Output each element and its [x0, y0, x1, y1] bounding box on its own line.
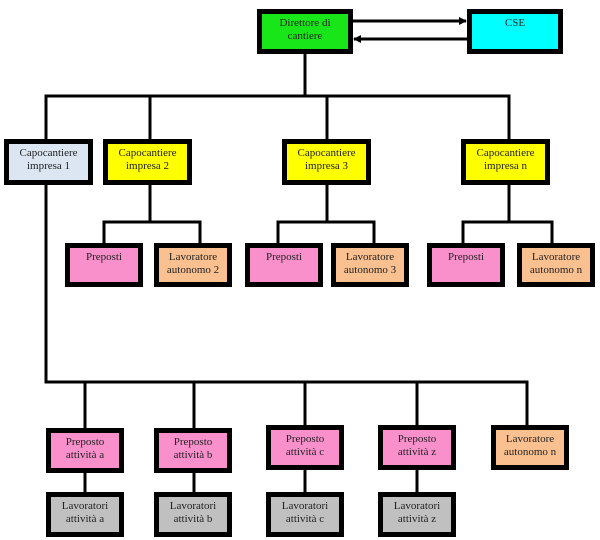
preposti-2-box: Preposti	[65, 243, 143, 287]
lavoratore-autonomo-n-activity-box: Lavoratore autonomo n	[491, 425, 569, 470]
preposto-attivita-c-box: Preposto attività c	[266, 425, 344, 470]
connector-c1-activities	[44, 185, 529, 428]
preposto-attivita-z-box: Preposto attività z	[378, 425, 456, 470]
capocantiere-impresa-n-box: Capocantiere impresa n	[461, 139, 550, 185]
lavoratore-autonomo-n-box: Lavoratore autonomo n	[517, 243, 595, 287]
preposto-attivita-a-box: Preposto attività a	[46, 428, 124, 473]
lavoratore-autonomo-2-box: Lavoratore autonomo 2	[154, 243, 232, 287]
capocantiere-impresa-1-box: Capocantiere impresa 1	[4, 139, 93, 185]
connector-director-capocantieri	[44, 54, 511, 139]
lavoratori-attivita-c-box: Lavoratori attività c	[266, 492, 344, 537]
lavoratori-attivita-z-box: Lavoratori attività z	[378, 492, 456, 537]
connector-cn	[461, 185, 554, 243]
director-box: Direttore di cantiere	[257, 9, 353, 54]
preposti-n-box: Preposti	[427, 243, 505, 287]
cse-box: CSE	[467, 9, 563, 54]
lavoratori-attivita-a-box: Lavoratori attività a	[46, 492, 124, 537]
preposti-3-box: Preposti	[245, 243, 323, 287]
connector-activity-workers	[83, 470, 419, 492]
capocantiere-impresa-3-box: Capocantiere impresa 3	[282, 139, 371, 185]
lavoratori-attivita-b-box: Lavoratori attività b	[154, 492, 232, 537]
connector-c2	[102, 185, 202, 243]
capocantiere-impresa-2-box: Capocantiere impresa 2	[103, 139, 192, 185]
connector-c3	[276, 185, 376, 243]
preposto-attivita-b-box: Preposto attività b	[154, 428, 232, 473]
lavoratore-autonomo-3-box: Lavoratore autonomo 3	[331, 243, 409, 287]
